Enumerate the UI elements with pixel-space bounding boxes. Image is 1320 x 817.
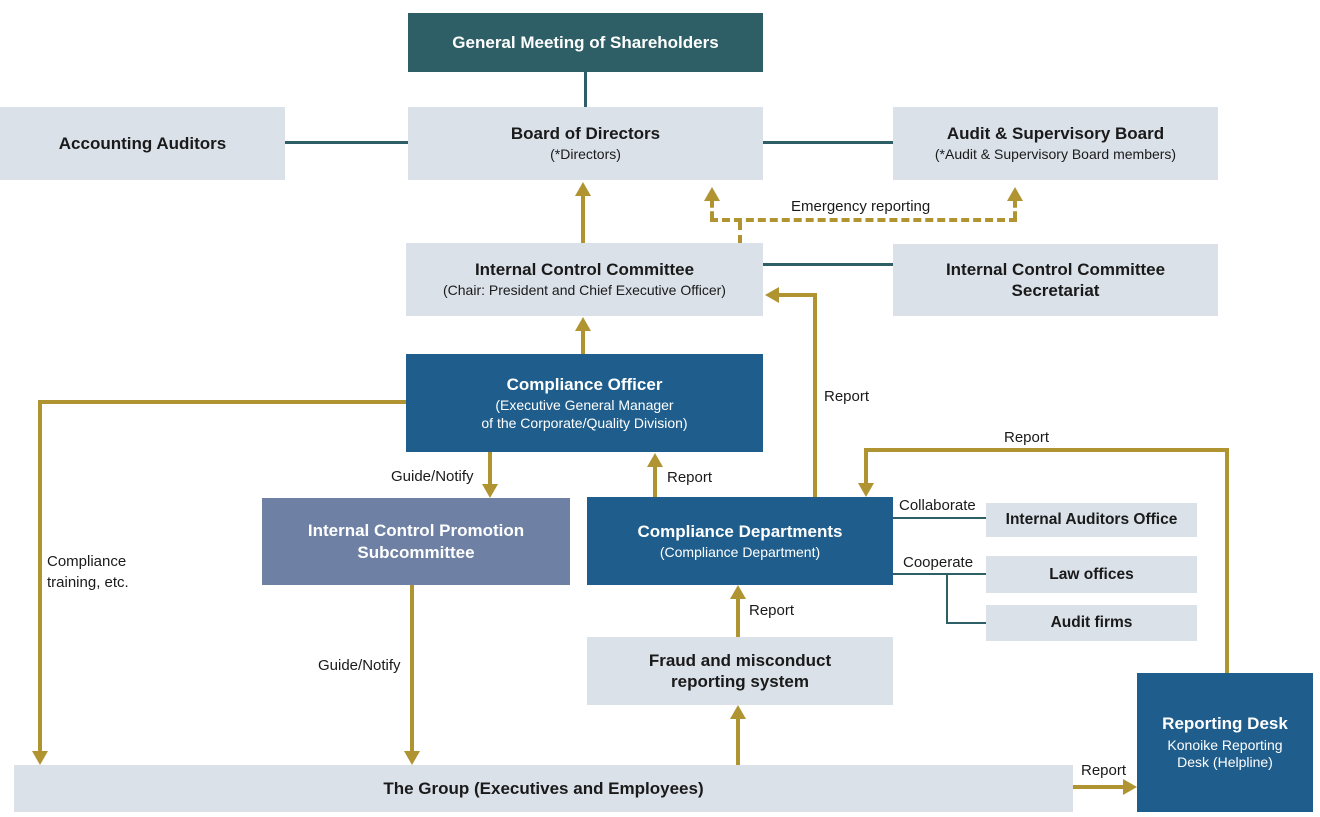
compliance-officer-note1: (Executive General Manager — [495, 397, 674, 414]
audit-firms-title: Audit firms — [1050, 614, 1133, 632]
box-audit-firms: Audit firms — [986, 605, 1197, 641]
arrow-departments-to-officer-head — [647, 453, 663, 467]
box-icc-secretariat: Internal Control Committee Secretariat — [893, 244, 1218, 316]
box-accounting-auditors: Accounting Auditors — [0, 107, 285, 180]
board-note: (*Directors) — [550, 146, 621, 163]
box-internal-control-promotion-subcommittee: Internal Control Promotion Subcommittee — [262, 498, 570, 585]
arrow-officer-to-icc-line — [581, 331, 585, 354]
dashed-emergency-from-icc — [738, 222, 742, 243]
reporting-desk-note1: Konoike Reporting — [1167, 736, 1283, 753]
dashed-emergency-hline — [710, 218, 1017, 222]
label-guide-notify-lower: Guide/Notify — [318, 657, 401, 674]
arrow-fraud-to-departments-head — [730, 585, 746, 599]
compliance-officer-title: Compliance Officer — [506, 374, 663, 394]
arrow-departments-to-officer-line — [653, 467, 657, 497]
box-board-of-directors: Board of Directors (*Directors) — [408, 107, 763, 180]
icc-title: Internal Control Committee — [474, 260, 695, 280]
icc-secretariat-line2: Secretariat — [1011, 281, 1100, 300]
internal-auditors-office-title: Internal Auditors Office — [1005, 511, 1178, 529]
compliance-training-line2: training, etc. — [47, 574, 129, 591]
arrow-officer-to-group-hline — [38, 400, 406, 404]
label-compliance-training: Compliance training, etc. — [47, 551, 129, 593]
line-cooperate-to-auditfirms — [946, 622, 986, 624]
reporting-desk-note2: Desk (Helpline) — [1177, 754, 1273, 771]
box-audit-supervisory-board: Audit & Supervisory Board (*Audit & Supe… — [893, 107, 1218, 180]
arrow-officer-to-subcommittee-line — [488, 452, 492, 484]
dashed-emergency-to-board — [710, 201, 714, 218]
arrow-officer-to-icc-head — [575, 317, 591, 331]
arrow-icc-to-board-head — [575, 182, 591, 196]
box-the-group: The Group (Executives and Employees) — [14, 765, 1073, 812]
arrow-desk-to-departments-leftline — [864, 448, 868, 483]
arrow-icc-to-board-line — [581, 196, 585, 243]
line-cooperate-branch — [946, 573, 948, 624]
dashed-emergency-to-auditboard — [1013, 201, 1017, 218]
box-law-offices: Law offices — [986, 556, 1197, 593]
arrow-departments-to-icc-hline — [779, 293, 817, 297]
icc-secretariat-line1: Internal Control Committee — [945, 259, 1166, 279]
general-meeting-title: General Meeting of Shareholders — [452, 32, 719, 52]
board-title: Board of Directors — [510, 124, 661, 144]
arrow-officer-to-subcommittee-head — [482, 484, 498, 498]
line-icc-to-secretariat — [763, 263, 893, 266]
compliance-officer-note2: of the Corporate/Quality Division) — [481, 414, 688, 431]
fraud-system-line1: Fraud and misconduct — [648, 650, 832, 670]
arrow-officer-to-group-vline — [38, 400, 42, 751]
label-report-group-to-desk: Report — [1081, 762, 1127, 779]
icc-note: (Chair: President and Chief Executive Of… — [443, 282, 726, 299]
box-compliance-departments: Compliance Departments (Compliance Depar… — [587, 497, 893, 585]
compliance-departments-title: Compliance Departments — [637, 521, 843, 541]
arrow-subcommittee-to-group-head — [404, 751, 420, 765]
line-board-to-auditboard — [763, 141, 893, 144]
label-report-fraud-to-departments: Report — [749, 602, 795, 619]
box-fraud-reporting-system: Fraud and misconduct reporting system — [587, 637, 893, 705]
box-internal-auditors-office: Internal Auditors Office — [986, 503, 1197, 537]
arrow-group-to-desk-line — [1073, 785, 1123, 789]
label-report-departments-to-officer: Report — [667, 469, 713, 486]
subcommittee-line2: Subcommittee — [357, 542, 475, 562]
audit-board-note: (*Audit & Supervisory Board members) — [934, 146, 1177, 163]
subcommittee-line1: Internal Control Promotion — [307, 521, 525, 541]
arrow-group-to-fraud-line — [736, 719, 740, 765]
the-group-title: The Group (Executives and Employees) — [383, 778, 704, 798]
line-collaborate — [893, 517, 986, 519]
dashed-emergency-auditboard-head — [1007, 187, 1023, 201]
label-guide-notify-upper: Guide/Notify — [391, 468, 474, 485]
arrow-group-to-fraud-head — [730, 705, 746, 719]
arrow-fraud-to-departments-line — [736, 599, 740, 637]
line-cooperate — [893, 573, 986, 575]
reporting-desk-title: Reporting Desk — [1162, 714, 1288, 734]
arrow-desk-to-departments-rightline — [1225, 448, 1229, 673]
label-report-departments-to-icc: Report — [824, 388, 870, 405]
compliance-departments-note: (Compliance Department) — [659, 543, 821, 560]
line-accounting-to-board — [285, 141, 408, 144]
dashed-emergency-board-head — [704, 187, 720, 201]
label-emergency-reporting: Emergency reporting — [791, 198, 931, 215]
arrow-departments-to-icc-head — [765, 287, 779, 303]
arrow-group-to-desk-head — [1123, 779, 1137, 795]
arrow-departments-to-icc-vline — [813, 293, 817, 497]
box-internal-control-committee: Internal Control Committee (Chair: Presi… — [406, 243, 763, 316]
fraud-system-line2: reporting system — [671, 672, 809, 691]
law-offices-title: Law offices — [1049, 565, 1134, 583]
label-report-desk-to-departments: Report — [1004, 429, 1050, 446]
box-general-meeting: General Meeting of Shareholders — [408, 13, 763, 72]
label-cooperate: Cooperate — [903, 554, 974, 571]
arrow-officer-to-group-head — [32, 751, 48, 765]
line-gms-to-board — [584, 72, 587, 107]
audit-board-title: Audit & Supervisory Board — [946, 124, 1165, 144]
arrow-desk-to-departments-head — [858, 483, 874, 497]
arrow-desk-to-departments-hline — [864, 448, 1229, 452]
box-compliance-officer: Compliance Officer (Executive General Ma… — [406, 354, 763, 452]
arrow-subcommittee-to-group-line — [410, 585, 414, 751]
box-reporting-desk: Reporting Desk Konoike Reporting Desk (H… — [1137, 673, 1313, 812]
compliance-training-line1: Compliance — [47, 553, 127, 570]
accounting-auditors-title: Accounting Auditors — [58, 133, 227, 153]
label-collaborate: Collaborate — [899, 497, 976, 514]
